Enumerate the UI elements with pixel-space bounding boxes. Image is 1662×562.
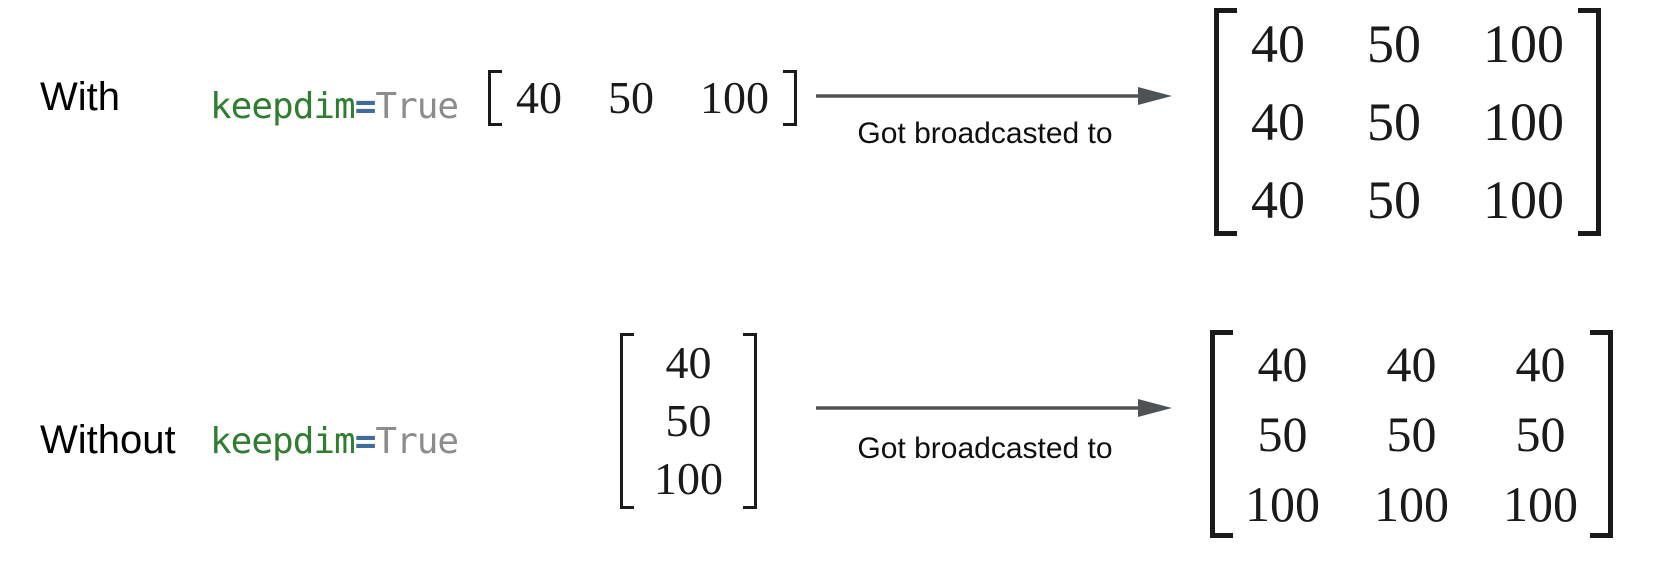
matrix-cell: 50 <box>1367 92 1421 152</box>
matrix-cell: 100 <box>654 453 723 504</box>
matrix-cell: 40 <box>1251 170 1305 230</box>
vector-values: 40 50 100 <box>634 333 743 509</box>
source-vector-row: 40 50 100 <box>488 70 797 126</box>
matrix-cell: 50 <box>608 72 654 123</box>
matrix-cell: 100 <box>1483 92 1564 152</box>
result-matrix-with: 40 50 100 40 50 100 40 50 100 <box>1214 8 1601 236</box>
arrow-caption-bottom: Got broadcasted to <box>857 432 1113 465</box>
vector-values: 40 50 100 <box>502 70 783 126</box>
matrix-cell: 50 <box>1515 406 1566 462</box>
matrix-cell: 40 <box>1251 14 1305 74</box>
arrow-caption-top: Got broadcasted to <box>857 117 1113 150</box>
matrix-bracket-right <box>1578 8 1601 236</box>
broadcast-arrow-top <box>814 85 1174 112</box>
matrix-cell: 40 <box>665 337 712 388</box>
code-operator: = <box>354 421 377 462</box>
row-label-without: Without <box>40 418 176 462</box>
matrix-bracket-left <box>1214 8 1237 236</box>
matrix-bracket-right <box>1590 330 1613 538</box>
matrix-bracket-right <box>743 333 757 509</box>
matrix-cell: 50 <box>1367 170 1421 230</box>
matrix-values: 40 40 40 50 50 50 100 100 100 <box>1233 330 1590 538</box>
matrix-cell: 100 <box>1245 476 1320 532</box>
matrix-bracket-right <box>783 70 797 126</box>
code-operator: = <box>354 86 377 127</box>
result-matrix-without: 40 40 40 50 50 50 100 100 100 <box>1210 330 1613 538</box>
matrix-cell: 100 <box>1483 170 1564 230</box>
source-vector-column: 40 50 100 <box>620 333 757 509</box>
matrix-bracket-left <box>1210 330 1233 538</box>
code-snippet-with: keepdim=True <box>210 86 459 127</box>
arrow-right-icon <box>816 399 1172 417</box>
matrix-cell: 40 <box>1386 336 1437 392</box>
matrix-bracket-left <box>488 70 502 126</box>
code-snippet-without: keepdim=True <box>210 421 459 462</box>
matrix-cell: 40 <box>1515 336 1566 392</box>
matrix-cell: 40 <box>516 72 562 123</box>
matrix-cell: 50 <box>1257 406 1308 462</box>
matrix-cell: 100 <box>700 72 769 123</box>
broadcast-arrow-bottom <box>814 397 1174 424</box>
matrix-cell: 50 <box>665 395 712 446</box>
matrix-cell: 100 <box>1503 476 1578 532</box>
matrix-cell: 100 <box>1483 14 1564 74</box>
matrix-cell: 100 <box>1374 476 1449 532</box>
row-label-with: With <box>40 75 120 119</box>
matrix-cell: 40 <box>1257 336 1308 392</box>
code-keyword: keepdim <box>210 421 356 462</box>
code-value: True <box>375 421 459 462</box>
matrix-bracket-left <box>620 333 634 509</box>
matrix-cell: 50 <box>1367 14 1421 74</box>
matrix-cell: 50 <box>1386 406 1437 462</box>
arrow-right-icon <box>816 87 1172 105</box>
code-value: True <box>375 86 459 127</box>
matrix-cell: 40 <box>1251 92 1305 152</box>
code-keyword: keepdim <box>210 86 356 127</box>
matrix-values: 40 50 100 40 50 100 40 50 100 <box>1237 8 1578 236</box>
